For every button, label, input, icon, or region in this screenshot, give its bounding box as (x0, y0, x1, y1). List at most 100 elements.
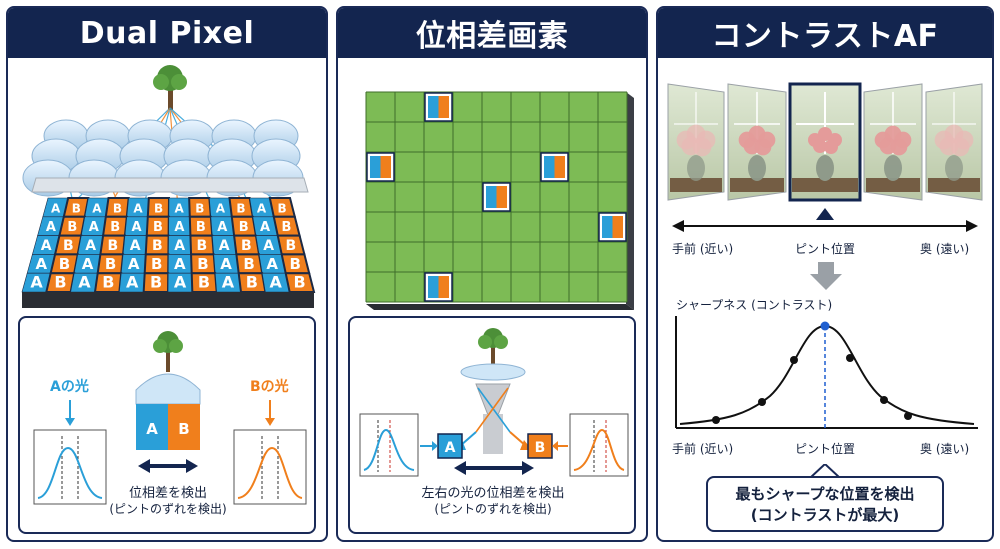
pixel-b-label: B (59, 255, 70, 273)
sensor-a-box (437, 433, 463, 459)
filter-plate (31, 177, 309, 193)
selected-frame-pointer-icon (816, 208, 834, 220)
pixel-a-label: A (146, 420, 158, 438)
microlens-dome (135, 373, 201, 405)
arrow-left-icon (552, 441, 558, 451)
pixel-a-label: A (216, 201, 226, 215)
phase-pixel-detail-box: A B (348, 316, 636, 534)
pixel-a-label: A (128, 255, 140, 273)
double-arrow-icon (454, 461, 534, 475)
pixel-b-label: B (290, 255, 301, 273)
flower (824, 140, 838, 154)
contrast-af-panel: コントラストAF 手前 (近い) ピント位置 奥 (遠い) シャープネス (コン… (656, 6, 994, 542)
pixel-b-label: B (239, 220, 249, 235)
pixel-b-label: B (154, 201, 163, 215)
dual-pixel-title: Dual Pixel (8, 8, 326, 58)
window-sill (928, 178, 980, 192)
pixel-b-label: B (196, 220, 206, 235)
pixel-a-label: A (220, 255, 232, 273)
pixel-a-label: A (89, 220, 99, 235)
pixel-b-label: B (198, 273, 210, 292)
pixel-a-label: A (133, 201, 143, 215)
dual-pixel-panel: Dual Pixel (6, 6, 328, 542)
flower (692, 137, 712, 157)
double-arrow-icon (138, 459, 198, 473)
pixel-b-label: B (294, 273, 306, 292)
focus-axis (672, 220, 978, 232)
sharpness-curve (675, 316, 978, 429)
pixel-b-label: B (150, 273, 162, 292)
pixel-a-label: A (175, 201, 185, 215)
sample-point (790, 356, 798, 364)
light-a-label: Aの光 (50, 379, 89, 395)
pixel-a-label: A (270, 273, 283, 292)
pixel-a-label: A (126, 273, 139, 292)
pixel-b-label: B (108, 238, 119, 254)
pixel-a-label: A (217, 220, 227, 235)
tree-icon (153, 331, 183, 372)
lens (460, 363, 526, 381)
pp-detect-line2: (ピントのずれを検出) (434, 502, 552, 516)
window-sill (792, 178, 858, 192)
light-b-label: Bの光 (250, 379, 289, 395)
vase (687, 155, 705, 181)
pixel-b-label: B (243, 255, 254, 273)
pixel-b-label: B (67, 220, 77, 235)
detection-callout: 最もシャープな位置を検出 (コントラストが最大) (706, 476, 944, 532)
pixel-a-label: A (222, 273, 235, 292)
axis-near-label: 手前 (近い) (672, 242, 734, 256)
pixel-a-label: A (85, 238, 96, 254)
af-pixel-a (486, 186, 497, 208)
vase (945, 155, 963, 181)
graph-a (359, 413, 419, 477)
splitter-block (483, 414, 503, 454)
pixel-a-label: A (36, 255, 48, 273)
sample-point (846, 354, 854, 362)
sensor-side (626, 92, 634, 310)
af-pixel-b (496, 186, 507, 208)
af-pixel-a (428, 96, 439, 118)
af-pixel-b (380, 156, 391, 178)
pixel-b-label: B (151, 255, 162, 273)
pp-detect-line1: 左右の光の位相差を検出 (421, 486, 565, 501)
window-sill (670, 178, 722, 192)
window-sill (730, 178, 784, 192)
sensor-a-label: A (445, 440, 456, 456)
pixel-b-label: B (152, 238, 163, 254)
pixel-a-label: A (132, 220, 142, 235)
axis-focus-label: ピント位置 (794, 242, 855, 256)
tree-icon (153, 65, 187, 110)
callout-line2: (コントラストが最大) (750, 506, 900, 524)
focus-frames-illustration (667, 82, 983, 220)
pixel-a-label: A (260, 220, 270, 235)
pixel-b-label: B (72, 201, 81, 215)
af-pixel-a (544, 156, 555, 178)
pixel-a-label: A (92, 201, 102, 215)
arrow-down-icon (265, 418, 275, 426)
pixel-a-label: A (30, 273, 43, 292)
pixel-a-label: A (51, 201, 61, 215)
curve-title: シャープネス (コントラスト) (676, 298, 833, 312)
pixel-a-label: A (263, 238, 274, 254)
sensor-base (22, 292, 314, 308)
phase-pixel-sensor-illustration (365, 91, 634, 310)
sample-point (758, 398, 766, 406)
af-pixel-b (612, 216, 623, 238)
axis-far-label: 奥 (遠い) (920, 242, 970, 256)
pixel-a-label: A (82, 255, 94, 273)
flower (890, 138, 908, 156)
dp-detect-line1: 位相差を検出 (128, 486, 207, 501)
pixel-a-label: A (130, 238, 141, 254)
vase (816, 155, 834, 181)
pixel-b-label: B (63, 238, 74, 254)
arrow-left-icon (672, 220, 684, 232)
pixel-a-label: A (257, 201, 267, 215)
sample-point (880, 396, 888, 404)
af-pixel-a (602, 216, 613, 238)
pixel-a-label: A (174, 273, 187, 292)
curve-near-label: 手前 (近い) (672, 442, 734, 456)
pixel-b-label: B (153, 220, 163, 235)
dual-pixel-detail-diagram: A B (33, 331, 307, 505)
graph-b (233, 429, 307, 505)
